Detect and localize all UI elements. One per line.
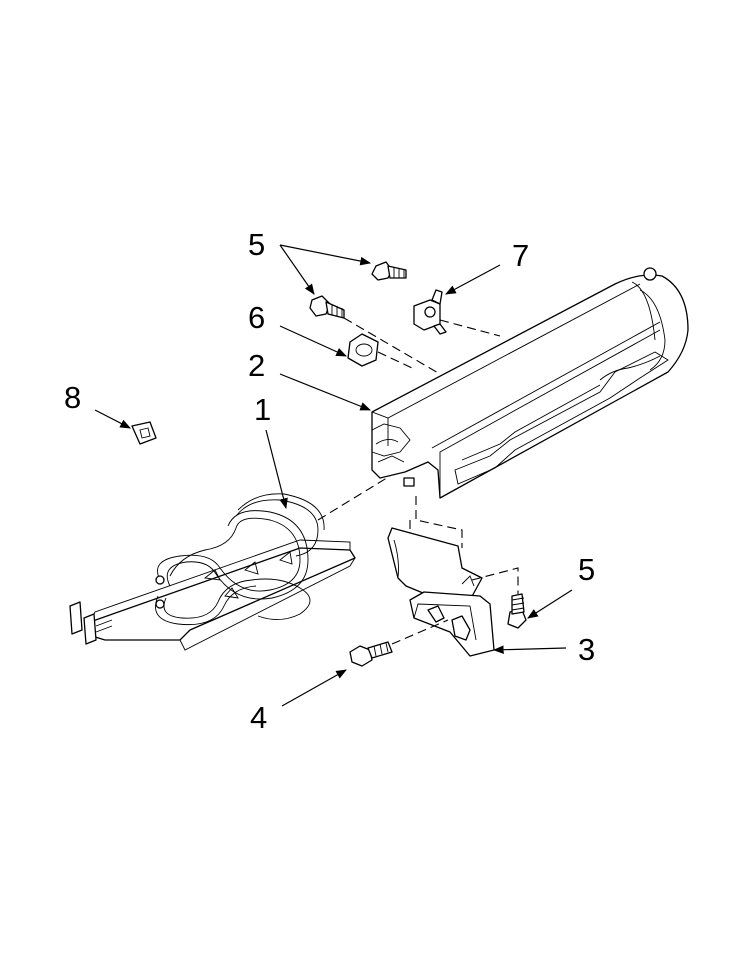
- callout-2: 2: [248, 348, 265, 383]
- clip-8: [131, 421, 157, 445]
- screw-5-upper-a: [371, 261, 407, 281]
- callout-1: 1: [254, 392, 271, 427]
- callout-6: 6: [248, 300, 265, 335]
- callout-8: 8: [64, 380, 81, 415]
- thermostat-6: [347, 333, 379, 367]
- heater-element: [69, 493, 356, 651]
- callout-labels: 5 7 6 2 1 8 5 3 4: [64, 227, 595, 735]
- callout-5-right: 5: [578, 552, 595, 587]
- callout-3: 3: [578, 632, 595, 667]
- callout-5-upper: 5: [248, 227, 265, 262]
- screw-5-upper-b: [309, 295, 345, 319]
- screw-4: [349, 641, 393, 667]
- mounting-bracket: [387, 527, 495, 657]
- thermal-fuse-7: [413, 289, 447, 335]
- screw-5-right: [507, 593, 527, 629]
- heater-duct-housing: [371, 267, 689, 499]
- callout-7: 7: [512, 238, 529, 273]
- leader-lines: [94, 244, 573, 707]
- callout-4: 4: [250, 700, 267, 735]
- assembly-lines: [317, 317, 519, 645]
